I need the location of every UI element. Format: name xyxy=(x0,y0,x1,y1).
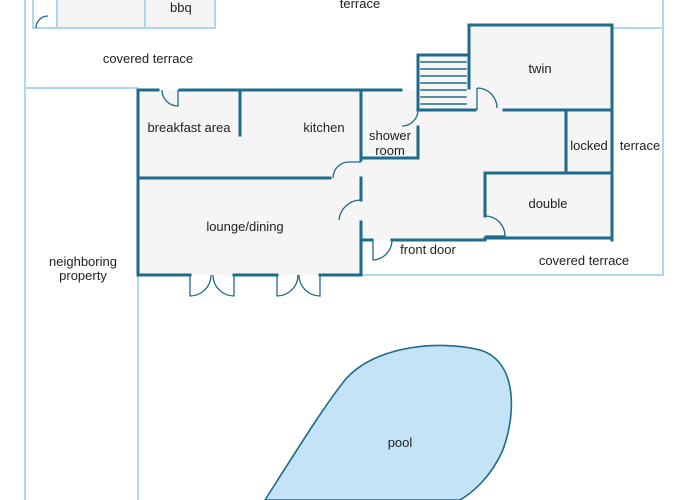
kitchen-label: kitchen xyxy=(303,120,344,135)
stairs xyxy=(416,53,471,112)
neighboring-property-label-line2: property xyxy=(59,268,107,283)
double-label: double xyxy=(528,196,567,211)
shower-room-label-line1: shower xyxy=(369,128,412,143)
bbq-label: bbq xyxy=(170,0,192,15)
covered-terrace-top-label: covered terrace xyxy=(103,51,193,66)
labels: bbq terrace covered terrace breakfast ar… xyxy=(49,0,660,450)
walls xyxy=(136,23,614,277)
twin-label: twin xyxy=(528,61,551,76)
doors xyxy=(161,87,506,297)
terrace-right-label: terrace xyxy=(620,138,660,153)
shower-room-label-line2: room xyxy=(375,143,405,158)
front-door-label: front door xyxy=(400,242,456,257)
covered-terrace-right-label: covered terrace xyxy=(539,253,629,268)
property-outlines xyxy=(24,0,664,500)
locked-label: locked xyxy=(570,138,608,153)
lounge-dining-label: lounge/dining xyxy=(206,219,283,234)
pool-label: pool xyxy=(388,435,413,450)
breakfast-area-label: breakfast area xyxy=(147,120,231,135)
pool-shape xyxy=(264,344,513,500)
top-left-structure xyxy=(32,0,216,29)
room-fills xyxy=(138,25,612,275)
neighboring-property-label-line1: neighboring xyxy=(49,254,117,269)
terrace-top-label: terrace xyxy=(340,0,380,11)
